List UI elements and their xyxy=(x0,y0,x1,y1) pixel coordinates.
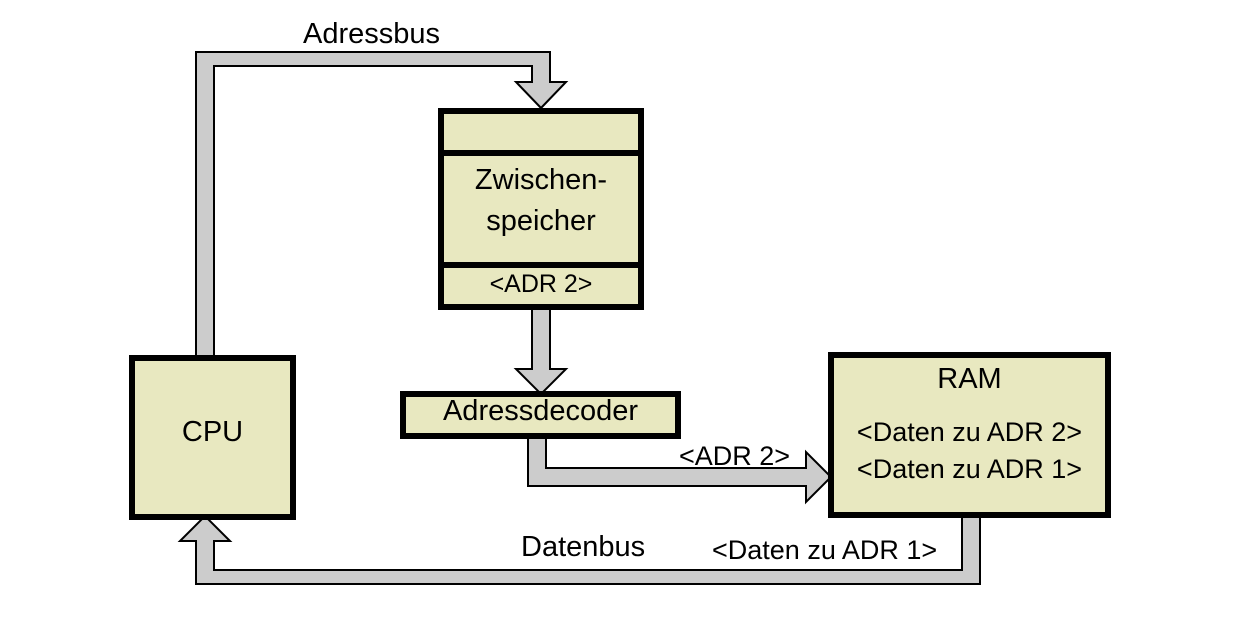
decoder-to-ram-arrow xyxy=(527,435,833,505)
data-bus-path xyxy=(177,514,981,585)
data-bus-label: Datenbus xyxy=(521,531,646,563)
address-decoder-box[interactable] xyxy=(400,391,681,439)
decoder-to-ram-label: <ADR 2> xyxy=(679,441,791,471)
address-bus-path xyxy=(195,51,569,359)
ram-box[interactable] xyxy=(828,352,1111,518)
latch-to-decoder-arrow xyxy=(513,306,569,396)
ram-to-cpu-label: <Daten zu ADR 1> xyxy=(712,535,938,565)
address-bus-label: Adressbus xyxy=(303,18,441,50)
cpu-box[interactable] xyxy=(129,355,296,520)
latch-box[interactable] xyxy=(438,108,644,310)
